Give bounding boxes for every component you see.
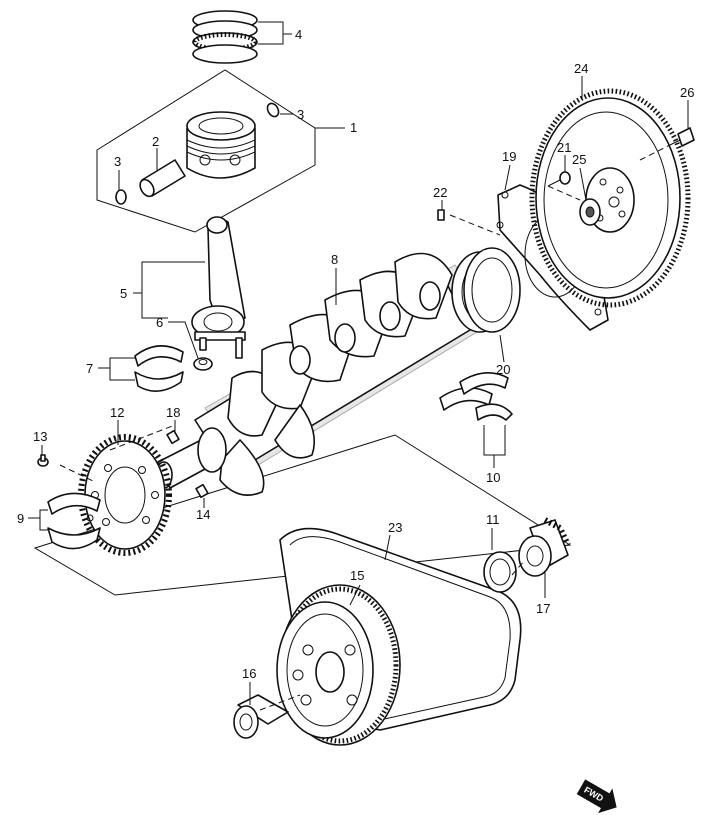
callout-7: 7 — [86, 361, 93, 376]
connecting-rod-nut — [193, 357, 213, 371]
callout-9: 9 — [17, 511, 24, 526]
callout-11: 11 — [486, 512, 500, 527]
flywheel — [529, 88, 691, 308]
pilot-bearing — [579, 198, 601, 226]
rear-oil-seal — [463, 247, 521, 333]
callout-8: 8 — [331, 252, 338, 267]
callout-25: 25 — [572, 152, 586, 167]
crankshaft-pulley — [276, 584, 401, 746]
crankshaft — [155, 251, 509, 496]
crankshaft-timing-key — [166, 429, 180, 445]
callout-2: 2 — [152, 134, 159, 149]
callout-20: 20 — [496, 362, 510, 377]
crankshaft-pulley-bolt — [233, 694, 289, 739]
callout-26: 26 — [680, 85, 694, 100]
forward-direction-badge: FWD — [576, 779, 617, 814]
piston-rings — [192, 10, 258, 64]
front-oil-seal — [483, 551, 517, 593]
callout-16: 16 — [242, 666, 256, 681]
callout-18: 18 — [166, 405, 180, 420]
callout-10: 10 — [486, 470, 500, 485]
dowel-pin — [437, 209, 445, 221]
callout-21: 21 — [557, 140, 571, 155]
callout-23: 23 — [388, 520, 402, 535]
callout-6: 6 — [156, 315, 163, 330]
piston-pin — [139, 159, 186, 198]
main-bearing-lower — [439, 372, 513, 421]
connecting-rod-bearing — [134, 345, 184, 392]
callout-19: 19 — [502, 149, 516, 164]
callout-3-right: 3 — [297, 107, 304, 122]
callout-17: 17 — [536, 601, 550, 616]
crank-signal-rotor — [518, 517, 571, 577]
flywheel-mounting-bolt — [669, 127, 695, 147]
piston-pin-circlip-right — [266, 102, 280, 118]
timing-bolt — [37, 454, 49, 467]
callout-4: 4 — [295, 27, 302, 42]
crankshaft-key — [195, 483, 209, 499]
main-bearing-upper — [47, 492, 101, 550]
callout-14: 14 — [196, 507, 210, 522]
callout-24: 24 — [574, 61, 588, 76]
crankshaft-timing-sprocket — [78, 434, 172, 556]
connecting-rod — [191, 216, 246, 359]
piston-pin-circlip — [115, 189, 127, 205]
callout-5: 5 — [120, 286, 127, 301]
piston — [186, 111, 256, 179]
callout-12: 12 — [110, 405, 124, 420]
callout-1: 1 — [350, 120, 357, 135]
callout-13: 13 — [33, 429, 47, 444]
callout-22: 22 — [433, 185, 447, 200]
callout-15: 15 — [350, 568, 364, 583]
callout-3-left: 3 — [114, 154, 121, 169]
piston-assembly-box — [96, 69, 316, 233]
crankshaft-bearing-box — [33, 434, 572, 596]
